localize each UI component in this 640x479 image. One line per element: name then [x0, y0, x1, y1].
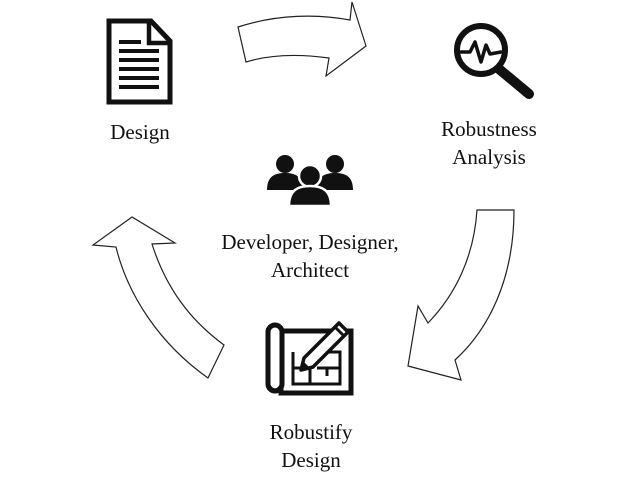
document-icon — [106, 18, 173, 105]
people-group-icon — [267, 155, 353, 208]
arrow-analysis-to-robustify — [407, 209, 515, 381]
center-label-line2: Architect — [271, 258, 349, 282]
blueprint-pencil-icon — [265, 321, 354, 396]
center-label-line1: Developer, Designer, — [221, 230, 398, 254]
arrow-robustify-to-design — [91, 216, 225, 379]
magnifier-waveform-icon — [454, 23, 534, 99]
robustify-label-line1: Robustify — [270, 420, 353, 444]
analysis-label-line2: Analysis — [452, 145, 526, 169]
arrow-design-to-analysis — [237, 1, 367, 78]
robustify-label-line2: Design — [281, 448, 341, 472]
analysis-label-line1: Robustness — [441, 117, 537, 141]
design-label: Design — [110, 120, 170, 144]
